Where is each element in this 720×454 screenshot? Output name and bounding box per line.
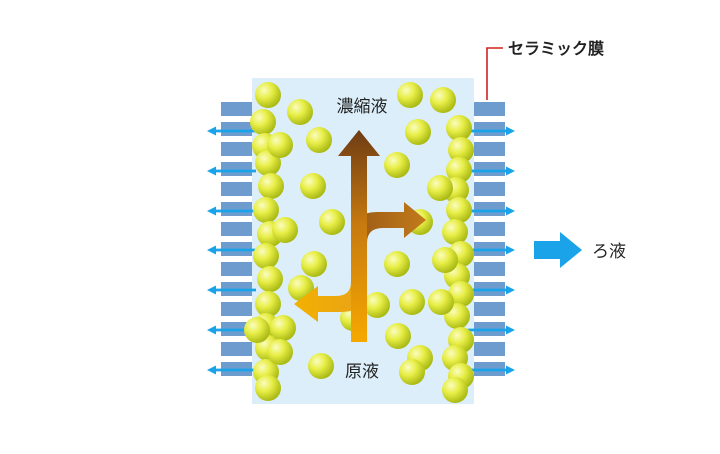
particle — [384, 251, 410, 277]
particle — [446, 115, 472, 141]
main-up-arrow — [338, 130, 380, 342]
left-branch-arrow — [294, 282, 367, 322]
particle — [250, 109, 276, 135]
particle — [319, 209, 345, 235]
particle — [267, 132, 293, 158]
permeate-arrows — [207, 126, 515, 375]
membrane-block-right — [474, 222, 505, 236]
permeate-arrow-left — [207, 325, 256, 335]
particle — [428, 289, 454, 315]
particle — [300, 173, 326, 199]
permeate-arrow-right — [468, 126, 515, 136]
membrane-block-left — [221, 342, 252, 356]
membrane-label: セラミック膜 — [508, 39, 604, 58]
permeate-arrow-right — [468, 166, 515, 176]
particle — [397, 82, 423, 108]
membrane-block-right — [474, 142, 505, 156]
particle — [364, 292, 390, 318]
permeate-arrow-left — [207, 245, 256, 255]
particle — [430, 87, 456, 113]
particle — [308, 353, 334, 379]
particle — [258, 173, 284, 199]
right-branch-arrow — [351, 202, 426, 243]
particle — [427, 175, 453, 201]
particles — [244, 82, 474, 403]
ceramic-membrane-layers — [221, 102, 505, 376]
membrane-block-right — [474, 162, 505, 176]
particle — [432, 247, 458, 273]
particle — [446, 197, 472, 223]
membrane-block-left — [221, 182, 252, 196]
membrane-block-left — [221, 102, 252, 116]
membrane-block-right — [474, 182, 505, 196]
membrane-block-left — [221, 302, 252, 316]
particle — [306, 127, 332, 153]
permeate-arrow-left — [207, 126, 256, 136]
membrane-block-right — [474, 102, 505, 116]
particle — [385, 323, 411, 349]
particle — [255, 82, 281, 108]
filtrate-label: ろ液 — [592, 242, 626, 262]
particle — [270, 315, 296, 341]
particle — [253, 243, 279, 269]
permeate-arrow-left — [207, 285, 256, 295]
particle — [287, 99, 313, 125]
filtrate-arrow — [534, 232, 582, 268]
membrane-block-left — [221, 202, 252, 216]
particle — [448, 137, 474, 163]
particle — [399, 289, 425, 315]
membrane-block-left — [221, 262, 252, 276]
main-flow-arrow — [294, 130, 426, 342]
particle — [405, 119, 431, 145]
particle — [384, 152, 410, 178]
particle — [253, 197, 279, 223]
membrane-block-right — [474, 342, 505, 356]
membrane-block-left — [221, 162, 252, 176]
particle — [448, 281, 474, 307]
feed-label: 原液 — [345, 362, 379, 382]
permeate-arrow-right — [468, 365, 515, 375]
particle — [399, 359, 425, 385]
membrane-block-left — [221, 222, 252, 236]
concentrate-label: 濃縮液 — [337, 97, 388, 117]
permeate-arrow-left — [207, 206, 256, 216]
particle — [257, 266, 283, 292]
membrane-block-right — [474, 202, 505, 216]
particle — [272, 217, 298, 243]
permeate-arrow-right — [468, 325, 515, 335]
particle — [446, 157, 472, 183]
membrane-block-right — [474, 302, 505, 316]
permeate-arrow-right — [468, 245, 515, 255]
particle — [301, 251, 327, 277]
membrane-leader-line — [486, 47, 503, 100]
particle — [442, 377, 468, 403]
particle — [267, 339, 293, 365]
permeate-arrow-right — [468, 285, 515, 295]
membrane-block-right — [474, 262, 505, 276]
membrane-block-left — [221, 122, 252, 136]
membrane-block-left — [221, 142, 252, 156]
particle — [442, 219, 468, 245]
permeate-arrow-left — [207, 365, 256, 375]
particle — [255, 375, 281, 401]
particle — [255, 291, 281, 317]
permeate-arrow-left — [207, 166, 256, 176]
membrane-block-right — [474, 122, 505, 136]
permeate-arrow-right — [468, 206, 515, 216]
particle — [244, 317, 270, 343]
